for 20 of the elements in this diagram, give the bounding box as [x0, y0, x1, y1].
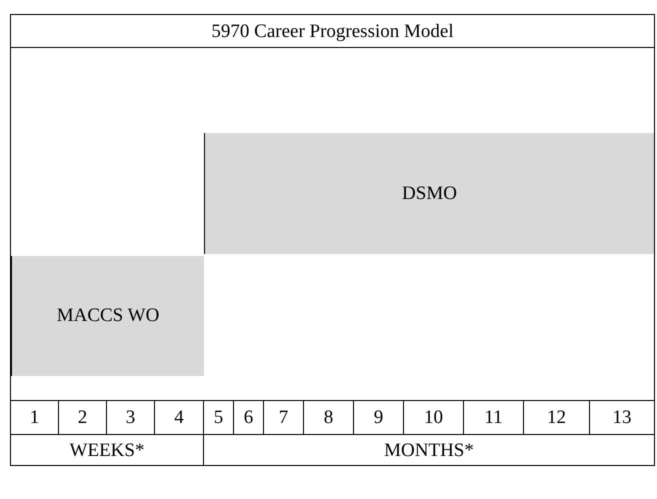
time-unit-label: MONTHS* — [384, 440, 474, 462]
week-number: 3 — [126, 406, 136, 428]
month-number: 5 — [214, 406, 224, 428]
month-number: 6 — [244, 406, 254, 428]
month-number: 7 — [278, 406, 288, 428]
week-number: 4 — [174, 406, 184, 428]
bar-label: MACCS WO — [56, 305, 160, 327]
month-number: 9 — [374, 406, 384, 428]
bar-label: DSMO — [402, 182, 457, 204]
week-number: 2 — [78, 406, 88, 428]
month-number: 13 — [612, 406, 632, 428]
month-number: 8 — [324, 406, 334, 428]
duration-bar — [11, 256, 204, 376]
month-number: 12 — [547, 406, 566, 428]
week-number: 1 — [30, 406, 40, 428]
time-unit-label: WEEKS* — [70, 440, 144, 462]
duration-bar — [204, 133, 654, 254]
month-number: 10 — [424, 406, 443, 428]
chart-title: 5970 Career Progression Model — [211, 20, 454, 42]
month-number: 11 — [484, 406, 503, 428]
